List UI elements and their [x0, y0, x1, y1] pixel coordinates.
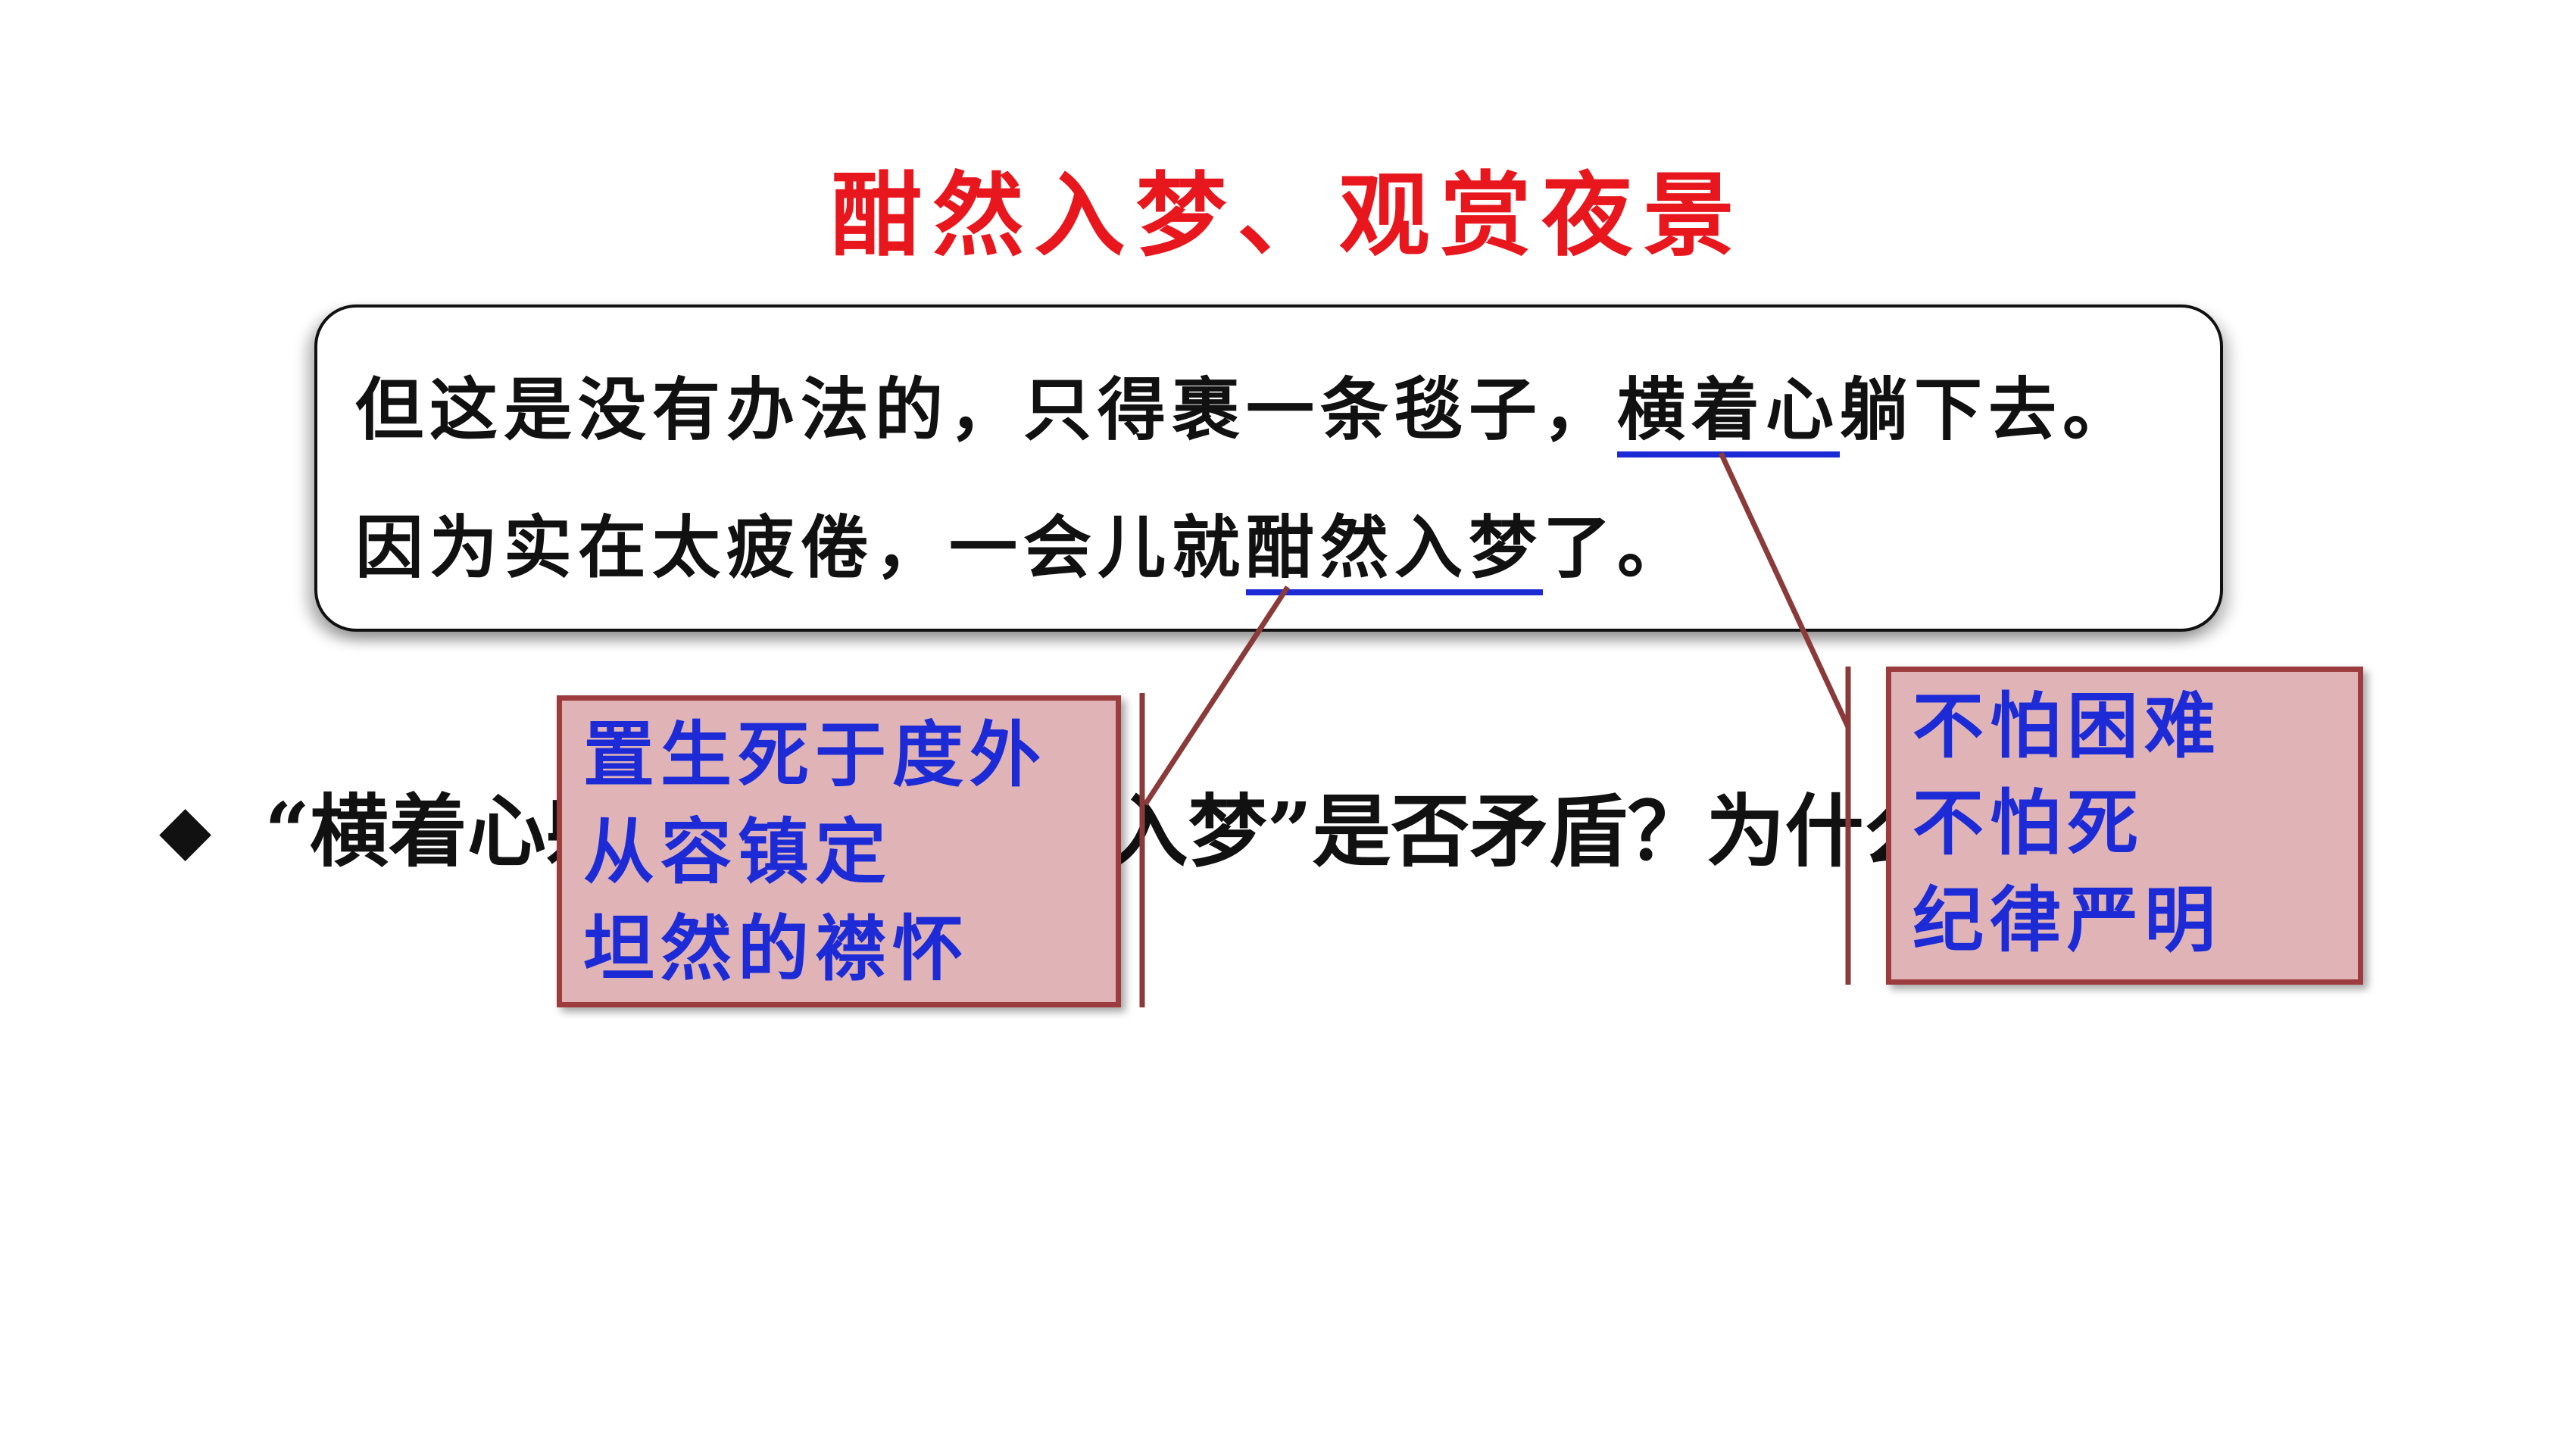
quote-line-2-after: 了。 [1543, 507, 1691, 588]
underlined-phrase-hanranrumeng: 酣然入梦 [1246, 507, 1543, 595]
quote-line-1-before: 但这是没有办法的，只得裹一条毯子， [355, 370, 1617, 450]
callout-left-item: 坦然的襟怀 [583, 907, 970, 991]
callout-right-item: 不怕死 [1912, 782, 2145, 865]
question-text: “横着心躺下去”与“酣然入梦”是否矛盾？为什么？ [264, 785, 2022, 878]
quote-line-1-after: 躺下去。 [1840, 370, 2137, 450]
quote-line-2-before: 因为实在太疲倦，一会儿就 [355, 507, 1246, 588]
slide-title: 酣然入梦、观赏夜景 [831, 162, 1745, 269]
callout-right-item: 不怕困难 [1912, 685, 2222, 768]
quote-line-2: 因为实在太疲倦，一会儿就酣然入梦了。 [355, 506, 1691, 595]
callout-box-right: 不怕困难 不怕死 纪律严明 [1886, 667, 2363, 985]
underlined-phrase-hengzhexin: 横着心 [1617, 370, 1840, 457]
callout-left-item: 置生死于度外 [583, 714, 1048, 797]
diamond-bullet-icon: ◆ [159, 789, 212, 870]
callout-box-left: 置生死于度外 从容镇定 坦然的襟怀 [557, 695, 1121, 1007]
callout-left-item: 从容镇定 [583, 810, 893, 894]
quote-box: 但这是没有办法的，只得裹一条毯子，横着心躺下去。 因为实在太疲倦，一会儿就酣然入… [314, 304, 2223, 632]
callout-right-item: 纪律严明 [1912, 879, 2222, 962]
quote-line-1: 但这是没有办法的，只得裹一条毯子，横着心躺下去。 [355, 368, 2137, 457]
